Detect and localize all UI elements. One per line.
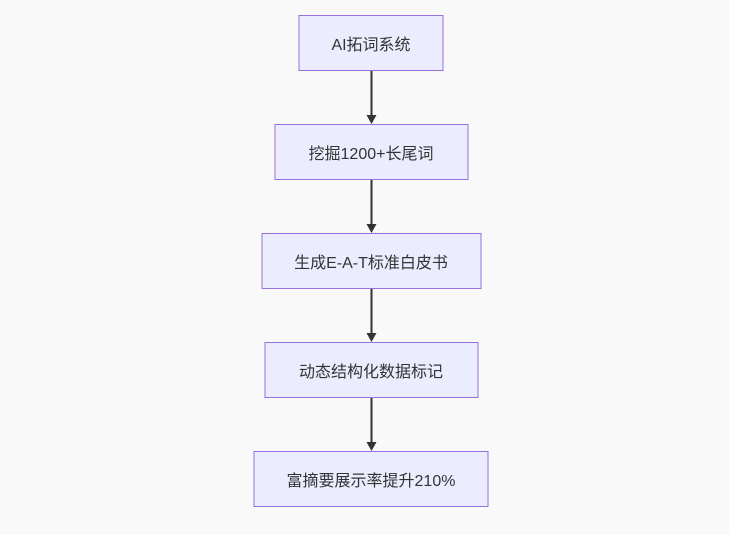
flow-node-longtail-mining: 挖掘1200+长尾词 (274, 124, 468, 180)
flow-node-eat-whitepaper: 生成E-A-T标准白皮书 (261, 233, 481, 289)
arrowhead-icon (366, 224, 376, 233)
flowchart: AI拓词系统 挖掘1200+长尾词 生成E-A-T标准白皮书 动态结构化数据标记… (253, 15, 489, 507)
arrow-shaft (370, 398, 372, 442)
arrow-down-icon (366, 289, 376, 342)
arrowhead-icon (366, 333, 376, 342)
arrow-down-icon (366, 398, 376, 451)
arrowhead-icon (366, 115, 376, 124)
flow-node-structured-data-markup: 动态结构化数据标记 (264, 342, 478, 398)
flow-node-label: 生成E-A-T标准白皮书 (294, 255, 448, 272)
flow-node-label: 挖掘1200+长尾词 (308, 146, 434, 163)
arrow-down-icon (366, 180, 376, 233)
arrow-shaft (370, 289, 372, 333)
flow-node-label: 动态结构化数据标记 (298, 364, 443, 381)
arrow-shaft (370, 180, 372, 224)
flow-node-label: 富摘要展示率提升210% (286, 473, 456, 490)
arrowhead-icon (366, 442, 376, 451)
flow-node-rich-snippet-result: 富摘要展示率提升210% (253, 451, 489, 507)
flow-node-label: AI拓词系统 (331, 37, 411, 54)
arrow-down-icon (366, 71, 376, 124)
flow-node-ai-word-expansion: AI拓词系统 (298, 15, 444, 71)
arrow-shaft (370, 71, 372, 115)
